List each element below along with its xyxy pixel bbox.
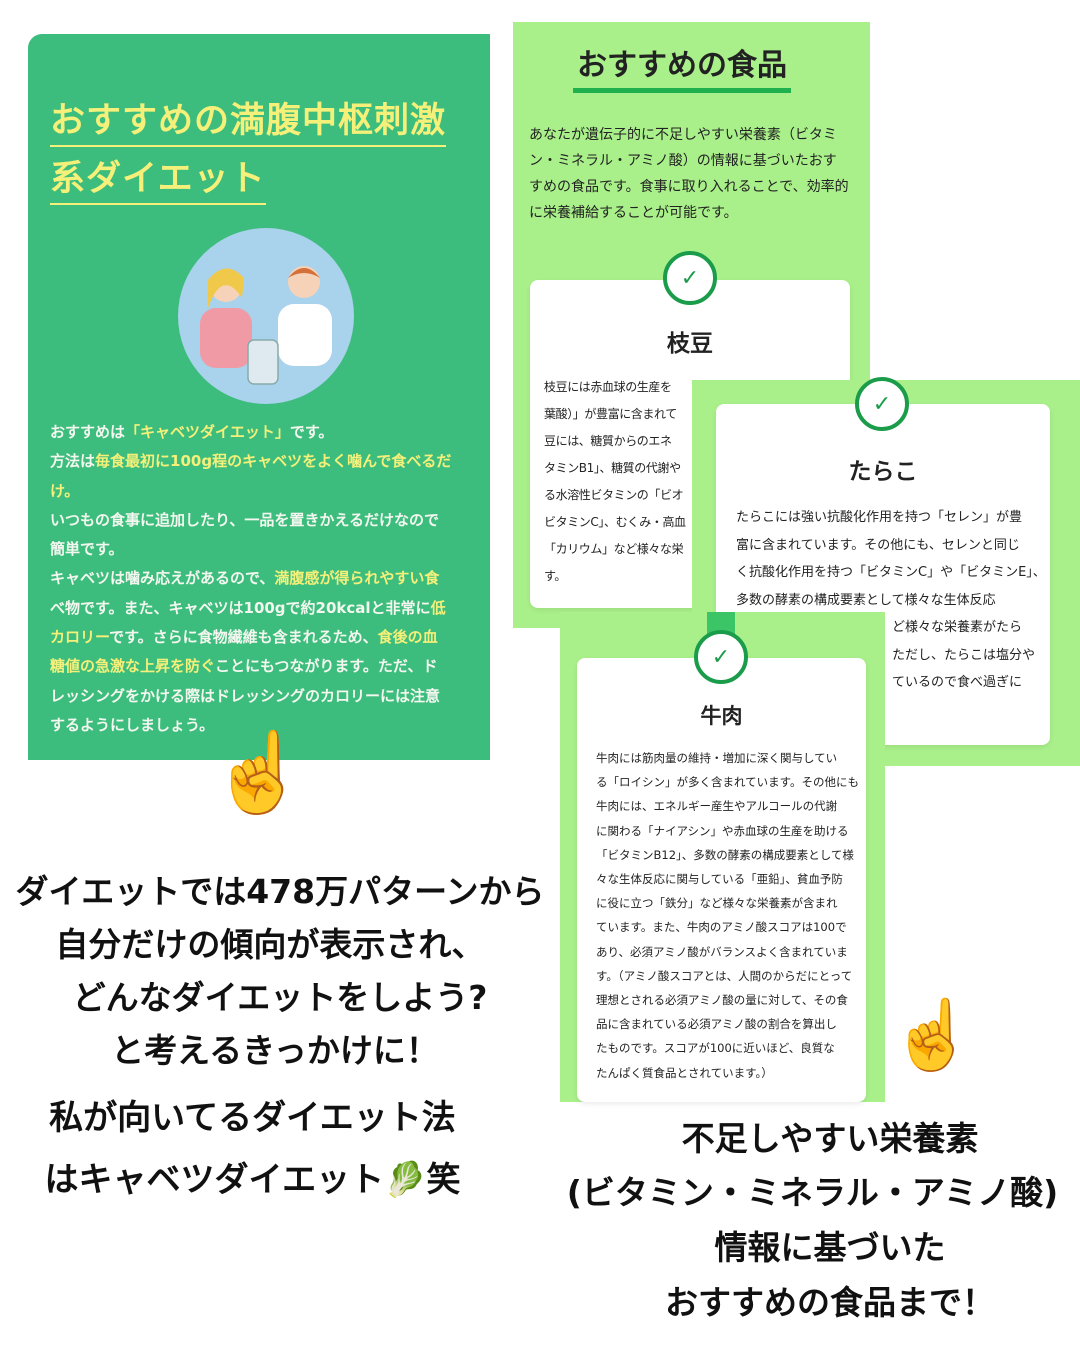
description-line: 方法は毎食最初に100g程のキャベツをよく噛んで食べるだ bbox=[50, 447, 490, 476]
check-icon: ✓ bbox=[694, 630, 748, 684]
caption-right-4: おすすめの食品まで！ bbox=[665, 1283, 995, 1322]
food-card-beef: 牛肉 牛肉には筋肉量の維持・増加に深く関与している「ロイシン」が多く含まれていま… bbox=[577, 658, 866, 1102]
description-line: け。 bbox=[50, 477, 490, 506]
food-description-line: たんぱく質食品とされています。） bbox=[596, 1065, 773, 1080]
text: ことにもつながります。ただ、ド bbox=[215, 657, 438, 676]
cabbage-diet-description: おすすめは「キャベツダイエット」です。方法は毎食最初に100g程のキャベツをよく… bbox=[50, 418, 490, 740]
caption-left-2: 自分だけの傾向が表示され、 bbox=[55, 925, 485, 964]
food-name: 枝豆 bbox=[667, 331, 713, 357]
food-name: 牛肉 bbox=[700, 704, 743, 728]
pointing-up-emoji-right: ☝️ bbox=[890, 996, 975, 1075]
caption-right-2: (ビタミン・ミネラル・アミノ酸) bbox=[566, 1173, 1059, 1212]
description-line: 糖値の急激な上昇を防ぐことにもつながります。ただ、ド bbox=[50, 652, 490, 681]
food-description-line: す。 bbox=[544, 569, 567, 583]
highlighted-text: カロリー bbox=[50, 628, 110, 647]
description-line: 簡単です。 bbox=[50, 535, 490, 564]
text: レッシングをかける際はドレッシングのカロリーには注意 bbox=[50, 686, 441, 705]
food-description-line: 葉酸）」が豊富に含まれて bbox=[544, 407, 677, 421]
food-description-line: る水溶性ビタミンの「ビオ bbox=[544, 488, 684, 502]
food-description-line: に関わる「ナイアシン」や赤血球の生産を助ける bbox=[596, 823, 849, 838]
food-description-line: 富に含まれています。その他にも、セレンと同じ bbox=[736, 537, 1020, 553]
panel-title-line-1: おすすめの満腹中枢刺激 bbox=[50, 92, 447, 147]
caption-left-4: と考えるきっかけに！ bbox=[111, 1031, 439, 1070]
food-description-line: す。（アミノ酸スコアとは、人間のからだにとって bbox=[596, 968, 853, 983]
caption-left-1: ダイエットでは478万パターンから bbox=[15, 872, 545, 911]
text: いつもの食事に追加したり、一品を置きかえるだけなので bbox=[50, 510, 439, 529]
description-line: おすすめは「キャベツダイエット」です。 bbox=[50, 418, 490, 447]
food-description-line: たらこには強い抗酸化作用を持つ「セレン」が豊 bbox=[736, 510, 1023, 525]
recommended-foods-description: あなたが遺伝子的に不足しやすい栄養素（ビタミン・ミネラル・アミノ酸）の情報に基づ… bbox=[529, 127, 849, 221]
text: べ物です。また、キャベツは100gで約20kcalと非常に bbox=[50, 598, 431, 617]
highlighted-text: 毎食最初に100g程のキャベツをよく噛んで食べるだ bbox=[95, 452, 452, 471]
description-line: いつもの食事に追加したり、一品を置きかえるだけなので bbox=[50, 506, 490, 535]
cabbage-diet-panel: おすすめの満腹中枢刺激 系ダイエット おすすめは「キャベツダイエット」です。方法… bbox=[28, 34, 490, 760]
check-icon: ✓ bbox=[663, 251, 717, 305]
description-line: カロリーです。さらに食物繊維も含まれるため、食後の血 bbox=[50, 623, 490, 652]
description-line: レッシングをかける際はドレッシングのカロリーには注意 bbox=[50, 682, 490, 711]
text: です。 bbox=[289, 423, 334, 441]
highlighted-text: 食後の血 bbox=[377, 628, 438, 647]
food-name: たらこ bbox=[848, 459, 918, 485]
text: おすすめは bbox=[50, 423, 126, 441]
food-description-line: 豆には、糖質からのエネ bbox=[544, 434, 672, 448]
highlighted-text: 満腹感が得られやすい食 bbox=[274, 569, 440, 588]
panel-title-line-2: 系ダイエット bbox=[50, 150, 266, 205]
caption-left-3: どんなダイエットをしよう? bbox=[72, 978, 488, 1017]
food-description-line: あり、必須アミノ酸がバランスよく含まれていま bbox=[596, 944, 848, 959]
food-description-line: 枝豆には赤血球の生産を bbox=[544, 380, 672, 394]
food-description-line: たものです。スコアが100に近いほど、良質な bbox=[596, 1041, 835, 1056]
food-description-line: に役に立つ「鉄分」など様々な栄養素が含まれ bbox=[596, 896, 838, 911]
text: するようにしましょう。 bbox=[50, 715, 215, 734]
text: 方法は bbox=[50, 452, 96, 471]
food-description-line: ただし、たらこは塩分や bbox=[892, 647, 1036, 663]
food-description-line: 「ビタミンB12」、多数の酵素の構成要素として様 bbox=[596, 847, 854, 862]
text: キャベツは噛み応えがあるので、 bbox=[50, 569, 275, 588]
caption-left-5: 私が向いてるダイエット法 bbox=[49, 1098, 456, 1138]
food-description-line: 牛肉には筋肉量の維持・増加に深く関与してい bbox=[596, 751, 838, 765]
food-description-line: ています。また、牛肉のアミノ酸スコアは100で bbox=[596, 920, 847, 935]
food-description-line: 「カリウム」など様々な栄 bbox=[544, 542, 684, 556]
highlighted-text: け。 bbox=[50, 481, 80, 500]
food-description-line: く抗酸化作用を持つ「ビタミンC」や「ビタミンE」、 bbox=[736, 565, 1046, 580]
drinking-water-illustration bbox=[178, 228, 354, 404]
food-description-line: ビタミンC」、むくみ・高血 bbox=[544, 515, 686, 529]
check-icon: ✓ bbox=[855, 377, 909, 431]
caption-right-3: 情報に基づいた bbox=[714, 1228, 946, 1267]
food-description-line: 多数の酵素の構成要素として様々な生体反応 bbox=[736, 592, 996, 608]
food-description-line: 品に含まれている必須アミノ酸の割合を算出し bbox=[596, 1017, 837, 1032]
text: です。さらに食物繊維も含まれるため、 bbox=[109, 628, 378, 647]
food-description-line: 理想とされる必須アミノ酸の量に対して、その食 bbox=[596, 993, 848, 1008]
description-line: するようにしましょう。 bbox=[50, 711, 490, 740]
food-description-line: 々な生体反応に関与している「亜鉛」、貧血予防 bbox=[596, 872, 843, 887]
pointing-up-emoji-left: ☝️ bbox=[210, 728, 308, 818]
description-line: べ物です。また、キャベツは100gで約20kcalと非常に低 bbox=[50, 594, 490, 623]
food-description-line: る「ロイシン」が多く含まれています。その他にも bbox=[596, 775, 860, 790]
highlighted-text: 「キャベツダイエット」 bbox=[125, 423, 290, 441]
food-description-line: ど様々な栄養素がたら bbox=[892, 620, 1023, 635]
text: 簡単です。 bbox=[50, 540, 124, 559]
recommended-foods-title: おすすめの食品 bbox=[573, 40, 791, 93]
food-description-line: タミンB1」、糖質の代謝や bbox=[544, 461, 681, 475]
food-description-line: ているので食べ過ぎに bbox=[892, 675, 1023, 690]
caption-left-6: はキャベツダイエット🥬笑 bbox=[44, 1160, 461, 1200]
highlighted-text: 糖値の急激な上昇を防ぐ bbox=[50, 657, 216, 676]
food-description-line: 牛肉には、エネルギー産生やアルコールの代謝 bbox=[596, 799, 838, 814]
highlighted-text: 低 bbox=[430, 598, 446, 617]
caption-right-1: 不足しやすい栄養素 bbox=[681, 1119, 979, 1158]
description-line: キャベツは噛み応えがあるので、満腹感が得られやすい食 bbox=[50, 564, 490, 593]
